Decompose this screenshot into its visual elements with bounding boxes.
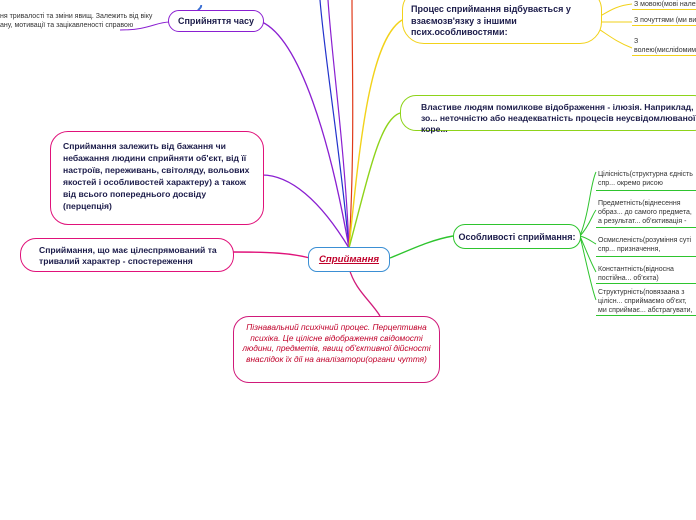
node-central-label: Сприймання — [318, 254, 380, 265]
connector-top-red — [348, 0, 354, 249]
node-observation[interactable]: Сприймання, що має цілеспрямований та тр… — [20, 238, 234, 272]
node-illusion-label: Властиве людям помилкове відображення - … — [421, 102, 696, 134]
inter-item-1: З мовою(мові належить... — [634, 1, 696, 8]
connector-feat-4 — [579, 235, 597, 273]
connector-feat-3 — [579, 235, 597, 245]
node-features-label: Особливості сприймання: — [458, 232, 576, 242]
time-detail-line-2: ану, мотивації та зацікавленості справою — [0, 22, 134, 29]
connector-time-detail — [119, 21, 171, 31]
node-interconnection-label: Процес сприймання відбувається у взаємоз… — [411, 4, 571, 37]
inter-item-3: З волею(мисліdoмим... перцептивну діяльн… — [634, 38, 696, 54]
connector-observation — [231, 251, 311, 259]
connector-definition — [348, 267, 381, 317]
node-time-perception[interactable]: Сприйняття часу — [168, 10, 264, 32]
feature-item-4: Константність(відносна постійна... об'єк… — [598, 266, 674, 282]
node-definition-label: Пізнавальний психічний процес. Перцептив… — [242, 322, 431, 364]
feature-item-3: Осмисленість(розуміння суті спр... призн… — [598, 237, 692, 253]
feature-item-5: Структурність(повязаана з цілісн... спри… — [598, 289, 693, 314]
inter-item-2: З почуттями (ми виник... — [634, 17, 696, 24]
node-observation-label: Сприймання, що має цілеспрямований та тр… — [39, 245, 217, 266]
node-dependence-label: Сприймання залежить від бажання чи небаж… — [63, 141, 250, 211]
node-central[interactable]: Сприймання — [308, 247, 390, 272]
feature-item-1: Цілісність(структурна єдність спр... окр… — [598, 171, 693, 187]
connector-feat-2 — [579, 209, 597, 237]
connector-feat-1 — [579, 171, 597, 237]
node-interconnection[interactable]: Процес сприймання відбувається у взаємоз… — [402, 0, 602, 44]
node-time-label: Сприйняття часу — [178, 16, 254, 26]
node-features[interactable]: Особливості сприймання: — [453, 224, 581, 249]
node-illusion[interactable]: Властиве людям помилкове відображення - … — [400, 95, 696, 134]
connector-dependence — [261, 174, 350, 249]
connector-interconnection — [348, 19, 403, 249]
node-dependence[interactable]: Сприймання залежить від бажання чи небаж… — [50, 131, 264, 225]
time-detail-line-1: ня тривалості та зміни явищ. Залежить ві… — [0, 13, 153, 20]
connector-time — [261, 21, 350, 249]
connector-top-purple — [327, 0, 350, 249]
connector-illusion — [348, 112, 401, 249]
node-definition[interactable]: Пізнавальний психічний процес. Перцептив… — [233, 316, 440, 383]
connector-features — [389, 235, 454, 259]
feature-item-2: Предметність(віднесення образ... до само… — [598, 200, 692, 225]
blue-link-icon[interactable] — [196, 0, 206, 14]
connector-top-blue — [319, 0, 350, 249]
connector-feat-5 — [579, 235, 597, 301]
